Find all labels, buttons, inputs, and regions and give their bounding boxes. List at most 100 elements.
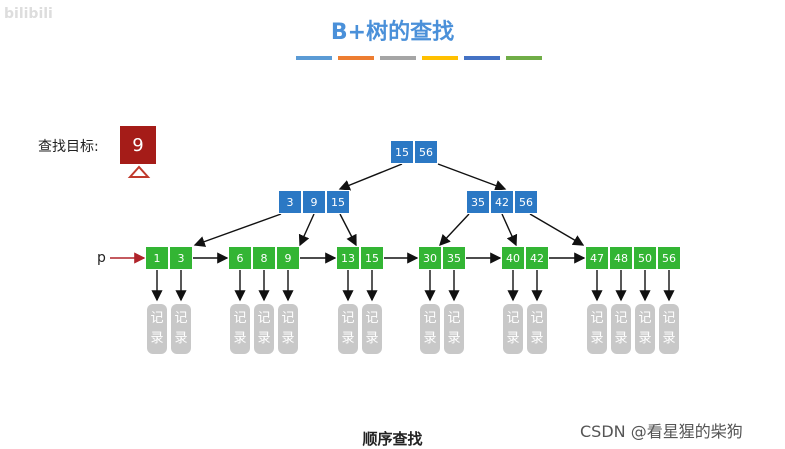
record-label: 记 xyxy=(257,311,271,326)
node-key: 3 xyxy=(169,246,193,270)
node-key: 40 xyxy=(501,246,525,270)
node-key: 30 xyxy=(418,246,442,270)
record-label: 记 xyxy=(662,311,676,326)
node-key: 15 xyxy=(360,246,384,270)
record-block: 记录 xyxy=(444,304,464,354)
node-key: 13 xyxy=(336,246,360,270)
node-key: 48 xyxy=(609,246,633,270)
record-label: 录 xyxy=(257,331,271,346)
record-block: 记录 xyxy=(338,304,358,354)
record-label: 录 xyxy=(233,331,247,346)
tree-edge xyxy=(529,213,585,246)
record-block: 记录 xyxy=(362,304,382,354)
record-label: 录 xyxy=(365,331,379,346)
record-label: 记 xyxy=(341,311,355,326)
record-label: 记 xyxy=(174,311,188,326)
record-label: 录 xyxy=(590,331,604,346)
color-stripe xyxy=(380,56,416,60)
record-label: 记 xyxy=(530,311,544,326)
node-key: 42 xyxy=(525,246,549,270)
record-block: 记录 xyxy=(635,304,655,354)
record-block: 记录 xyxy=(503,304,523,354)
record-label: 录 xyxy=(423,331,437,346)
record-label: 记 xyxy=(281,311,295,326)
watermark: CSDN @看星猩的柴狗 xyxy=(580,422,743,441)
node-key: 8 xyxy=(252,246,276,270)
color-stripe xyxy=(296,56,332,60)
color-stripe xyxy=(464,56,500,60)
slide-title: B+树的查找 xyxy=(330,20,455,45)
record-label: 记 xyxy=(638,311,652,326)
node-key: 42 xyxy=(490,190,514,214)
target-label: 查找目标: xyxy=(38,139,99,155)
node-key: 50 xyxy=(633,246,657,270)
color-stripe xyxy=(506,56,542,60)
node-key: 47 xyxy=(585,246,609,270)
record-block: 记录 xyxy=(527,304,547,354)
record-block: 记录 xyxy=(147,304,167,354)
record-label: 录 xyxy=(281,331,295,346)
record-label: 录 xyxy=(638,331,652,346)
node-key: 15 xyxy=(326,190,350,214)
record-label: 录 xyxy=(341,331,355,346)
record-label: 记 xyxy=(614,311,628,326)
record-label: 录 xyxy=(447,331,461,346)
record-label: 记 xyxy=(150,311,164,326)
node-key: 15 xyxy=(390,140,414,164)
node-key: 1 xyxy=(145,246,169,270)
node-key: 35 xyxy=(466,190,490,214)
node-key: 3 xyxy=(278,190,302,214)
pointer-label: p xyxy=(97,250,106,266)
tree-edge xyxy=(339,213,357,247)
color-stripe xyxy=(422,56,458,60)
record-block: 记录 xyxy=(587,304,607,354)
color-stripe xyxy=(338,56,374,60)
record-label: 录 xyxy=(150,331,164,346)
caption: 顺序查找 xyxy=(362,430,423,448)
tree-edge xyxy=(193,213,282,247)
record-label: 录 xyxy=(506,331,520,346)
tree-edge xyxy=(298,213,315,247)
bilibili-logo: bilibili xyxy=(4,6,53,22)
target-pointer-icon xyxy=(127,165,151,178)
record-label: 记 xyxy=(233,311,247,326)
node-key: 56 xyxy=(414,140,438,164)
record-label: 记 xyxy=(447,311,461,326)
record-label: 记 xyxy=(423,311,437,326)
record-label: 记 xyxy=(590,311,604,326)
record-block: 记录 xyxy=(278,304,298,354)
target-value: 9 xyxy=(120,126,156,164)
tree-edge xyxy=(501,213,518,247)
node-key: 56 xyxy=(514,190,538,214)
record-block: 记录 xyxy=(254,304,274,354)
node-key: 6 xyxy=(228,246,252,270)
node-key: 9 xyxy=(276,246,300,270)
record-label: 录 xyxy=(614,331,628,346)
record-label: 记 xyxy=(365,311,379,326)
tree-edge xyxy=(439,213,470,247)
node-key: 56 xyxy=(657,246,681,270)
node-key: 9 xyxy=(302,190,326,214)
record-block: 记录 xyxy=(230,304,250,354)
tree-edge xyxy=(338,163,403,191)
record-label: 录 xyxy=(530,331,544,346)
record-label: 录 xyxy=(174,331,188,346)
record-block: 记录 xyxy=(611,304,631,354)
record-block: 记录 xyxy=(420,304,440,354)
tree-edge xyxy=(437,163,507,191)
record-label: 录 xyxy=(662,331,676,346)
node-key: 35 xyxy=(442,246,466,270)
record-block: 记录 xyxy=(171,304,191,354)
record-block: 记录 xyxy=(659,304,679,354)
record-label: 记 xyxy=(506,311,520,326)
